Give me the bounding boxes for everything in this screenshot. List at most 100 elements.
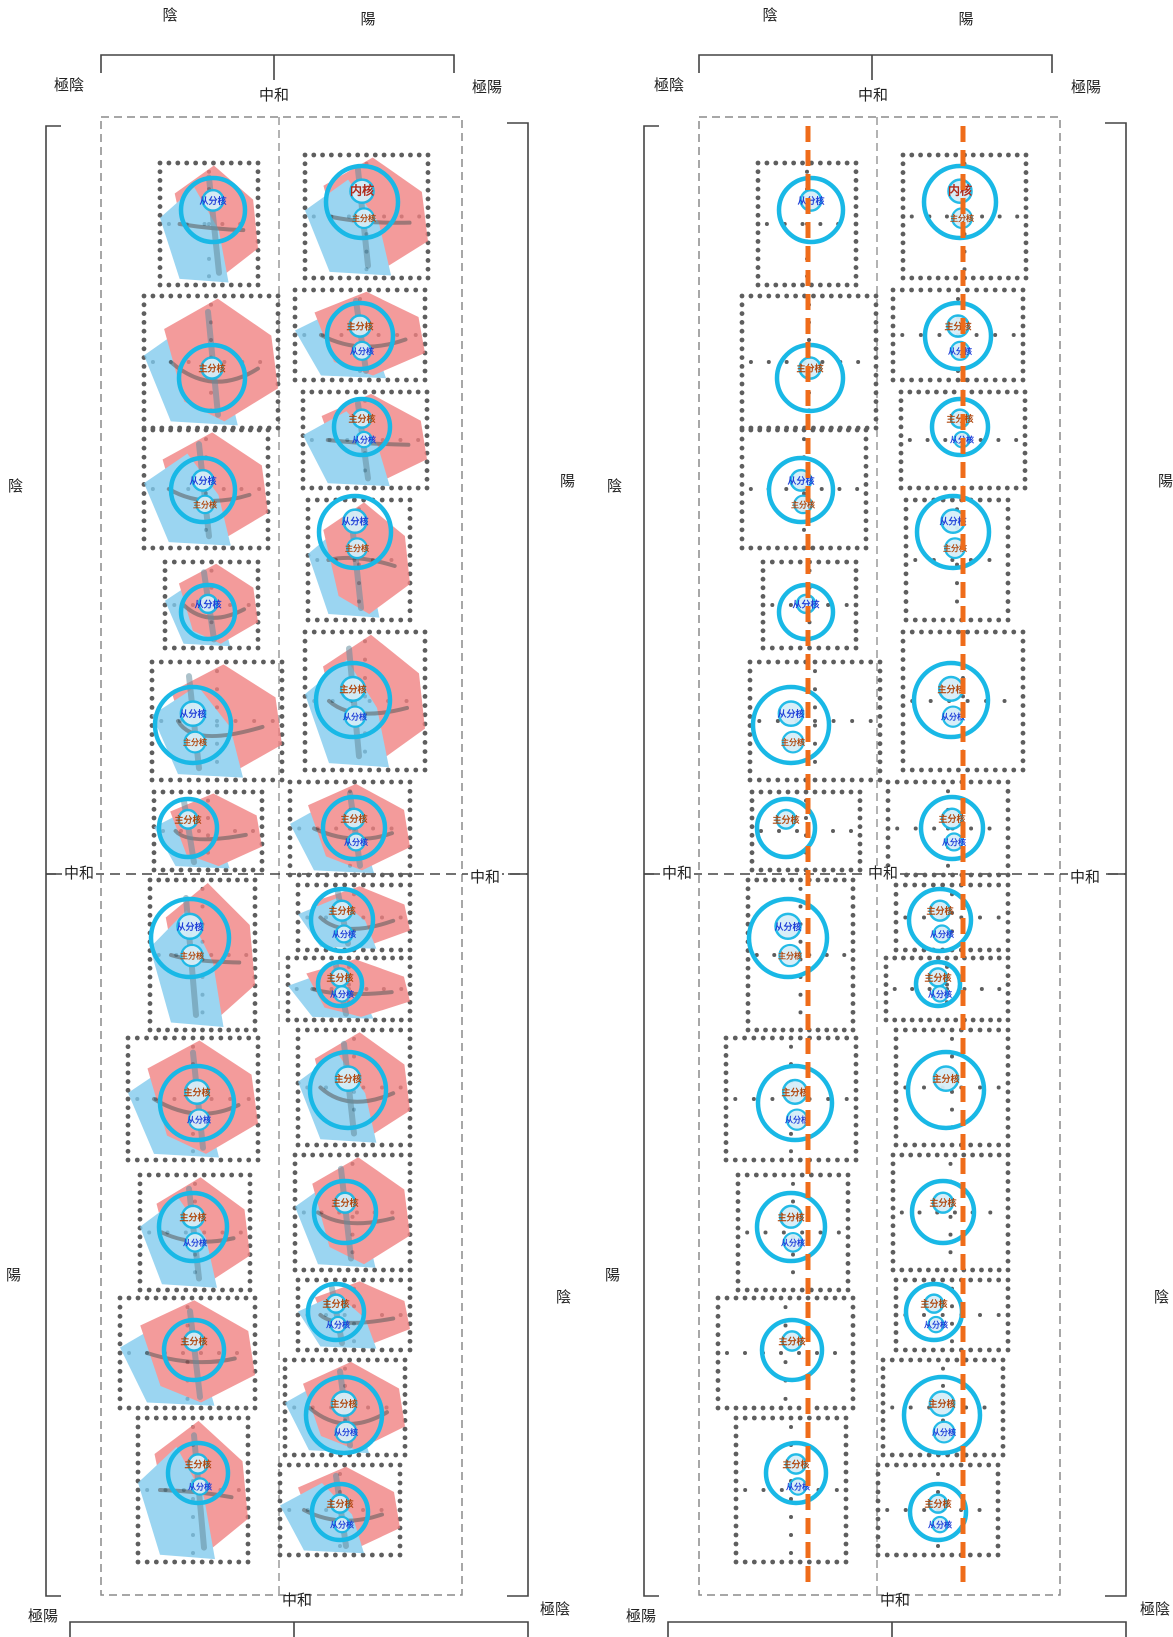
grid-dot <box>745 877 751 883</box>
grid-dot <box>171 645 177 651</box>
grid-dot <box>723 1114 729 1119</box>
grid-dot <box>141 311 147 316</box>
grid-dot <box>149 686 155 692</box>
grid-dot <box>407 1080 413 1086</box>
grid-dot <box>806 1415 812 1421</box>
grid-dot <box>321 767 326 773</box>
grid-dot <box>144 1035 149 1041</box>
grid-dot <box>300 389 306 395</box>
core-ring <box>303 1374 385 1456</box>
grid-dot <box>1023 196 1029 202</box>
grid-dot <box>252 1378 258 1383</box>
grid-dot <box>760 619 766 625</box>
grid-dot <box>255 256 261 262</box>
grid-dot <box>723 1079 729 1084</box>
grid-dot <box>758 867 764 873</box>
grid-dot <box>402 1357 408 1363</box>
grid-dot <box>407 534 413 540</box>
main-core-label: 主分核 <box>772 814 799 826</box>
grid-dot <box>259 789 265 795</box>
grid-dot <box>751 1415 757 1421</box>
grid-dot <box>311 767 317 773</box>
dashed-frame <box>100 116 463 1596</box>
grid-dot <box>912 1027 918 1033</box>
grid-dot <box>319 1452 325 1458</box>
grid-dot <box>398 485 403 491</box>
grid-dot <box>202 282 207 288</box>
grid-dot <box>1005 506 1011 512</box>
grid-dot <box>294 955 300 961</box>
grid-dot <box>916 485 922 491</box>
grid-dot <box>208 1027 214 1033</box>
grid-dot <box>397 1462 403 1468</box>
grid-dot <box>725 1351 729 1355</box>
grid-dot <box>186 777 192 783</box>
grid-dot <box>398 1017 404 1023</box>
grid-dot <box>141 500 147 506</box>
grid-dot <box>884 1462 890 1468</box>
grid-dot <box>802 527 806 532</box>
grid-dot <box>1005 1286 1011 1292</box>
core-ring <box>178 175 248 245</box>
sub-core-label: 从分核 <box>334 1427 358 1437</box>
grid-dot <box>936 1490 940 1494</box>
grid-dot <box>893 1071 899 1077</box>
grid-dot <box>155 1172 161 1178</box>
grid-dot <box>147 965 153 971</box>
grid-dot <box>821 777 827 783</box>
grid-dot <box>749 867 755 873</box>
glyph-grid-left-3 <box>760 559 859 651</box>
left-top-yang-label: 陽 <box>360 10 376 28</box>
grid-dot <box>144 1405 150 1411</box>
grid-dot <box>893 947 899 953</box>
grid-dot <box>873 372 879 378</box>
grid-dot <box>844 559 850 565</box>
grid-dot <box>355 152 361 158</box>
grid-dot <box>233 777 238 783</box>
grid-dot <box>918 275 923 281</box>
grid-dot <box>810 545 816 551</box>
grid-dot <box>953 955 959 961</box>
grid-dot <box>1023 161 1029 167</box>
grid-dot <box>1005 1258 1011 1264</box>
grid-dot <box>156 1027 162 1033</box>
grid-dot <box>955 377 961 383</box>
main-core-label: 主分核 <box>926 905 953 917</box>
main-core-label: 从分核 <box>792 598 819 610</box>
grid-dot <box>306 872 311 878</box>
grid-dot <box>141 293 147 299</box>
grid-dot <box>336 1267 342 1273</box>
grid-dot <box>333 779 339 785</box>
grid-dot <box>991 1452 997 1458</box>
grid-dot <box>880 1383 886 1389</box>
grid-dot <box>141 527 147 533</box>
grid-dot <box>800 160 805 166</box>
grid-dot <box>282 1366 288 1372</box>
grid-dot <box>948 1161 953 1166</box>
grid-dot <box>388 1277 394 1283</box>
grid-dot <box>951 389 957 395</box>
grid-dot <box>295 1116 301 1121</box>
grid-dot <box>243 1295 249 1301</box>
grid-dot <box>144 1295 150 1301</box>
grid-dot <box>996 1347 1002 1353</box>
grid-dot <box>305 562 311 568</box>
grid-dot <box>1013 485 1019 491</box>
grid-dot <box>769 1295 775 1301</box>
grid-dot <box>247 1278 253 1284</box>
grid-dot <box>782 282 788 288</box>
glyph-grid-left-4 <box>747 659 883 783</box>
grid-dot <box>992 767 998 773</box>
grid-dot <box>183 1287 189 1293</box>
grid-dot <box>255 1035 261 1041</box>
grid-dot <box>739 482 745 487</box>
grid-dot <box>883 982 889 987</box>
grid-dot <box>327 485 332 491</box>
grid-dot <box>345 1267 351 1273</box>
main-core-circle <box>177 808 199 830</box>
grid-dot <box>292 323 298 329</box>
grid-dot <box>265 536 271 542</box>
brush-stroke <box>181 603 247 620</box>
grid-dot <box>162 594 168 599</box>
